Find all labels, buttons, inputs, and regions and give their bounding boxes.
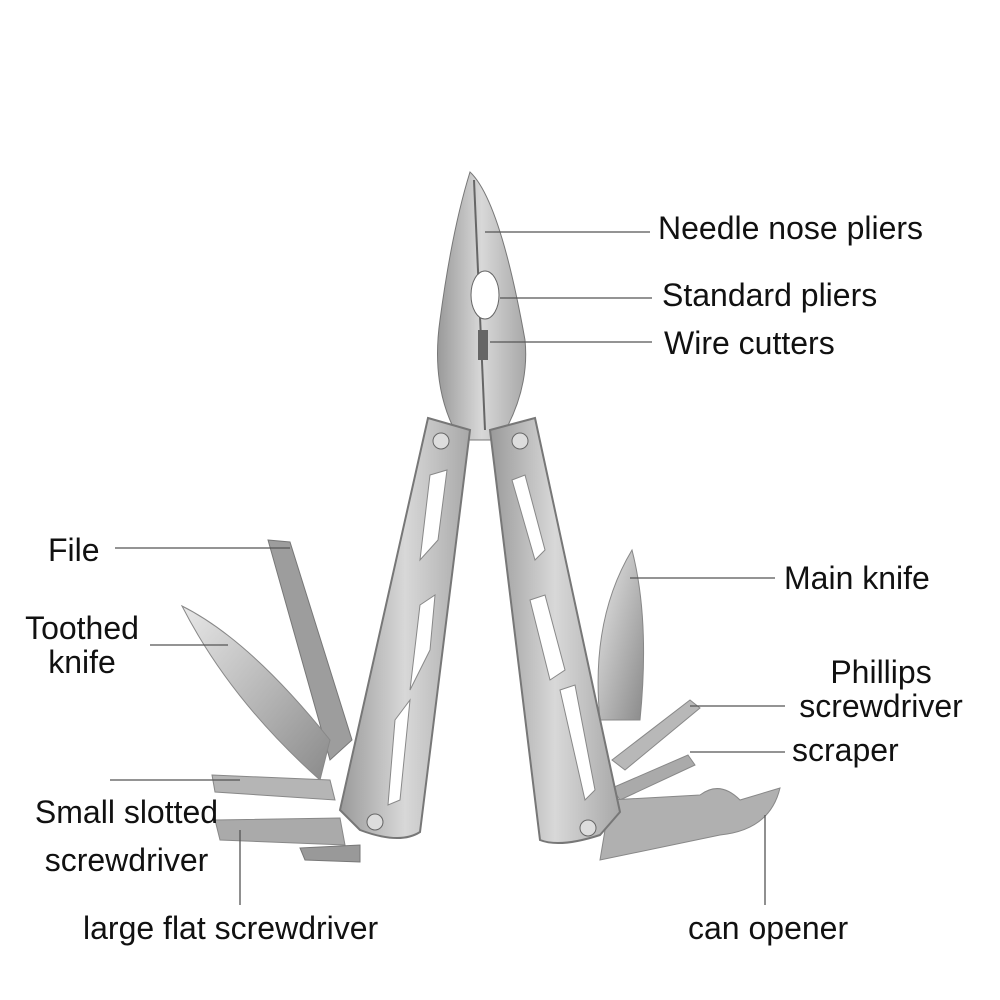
label-toothed-knife: Toothed knife bbox=[12, 611, 152, 679]
main-knife-tool bbox=[597, 548, 645, 721]
label-scraper: scraper bbox=[792, 732, 899, 768]
label-toothed-knife-line1: Toothed bbox=[25, 610, 139, 646]
file-tool bbox=[267, 539, 353, 761]
can-opener-tool bbox=[599, 787, 781, 861]
label-standard-pliers: Standard pliers bbox=[662, 277, 878, 313]
label-file: File bbox=[48, 532, 100, 568]
label-small-slotted-line1: Small slotted bbox=[34, 794, 219, 830]
label-wire-cutters: Wire cutters bbox=[664, 325, 835, 361]
leader-lines bbox=[110, 231, 785, 905]
pliers-head bbox=[437, 171, 527, 441]
small-slotted-screwdriver-tool bbox=[211, 774, 336, 801]
label-main-knife: Main knife bbox=[784, 560, 930, 596]
toothed-knife-tool bbox=[180, 604, 331, 781]
right-handle bbox=[488, 416, 622, 845]
phillips-screwdriver-tool bbox=[611, 699, 701, 771]
label-can-opener: can opener bbox=[688, 910, 849, 946]
label-needle-nose-pliers: Needle nose pliers bbox=[658, 210, 924, 246]
label-phillips-line2: screwdriver bbox=[799, 688, 963, 724]
left-handle bbox=[338, 416, 472, 840]
label-small-slotted-screwdriver: Small slotted screwdriver bbox=[14, 788, 239, 884]
label-large-flat-screwdriver: large flat screwdriver bbox=[83, 910, 379, 946]
label-toothed-knife-line2: knife bbox=[48, 644, 116, 680]
large-flat-screwdriver-tool bbox=[214, 817, 361, 863]
label-phillips-line1: Phillips bbox=[830, 654, 932, 690]
label-phillips-screwdriver: Phillips screwdriver bbox=[786, 655, 976, 723]
label-small-slotted-line2: screwdriver bbox=[44, 842, 209, 878]
